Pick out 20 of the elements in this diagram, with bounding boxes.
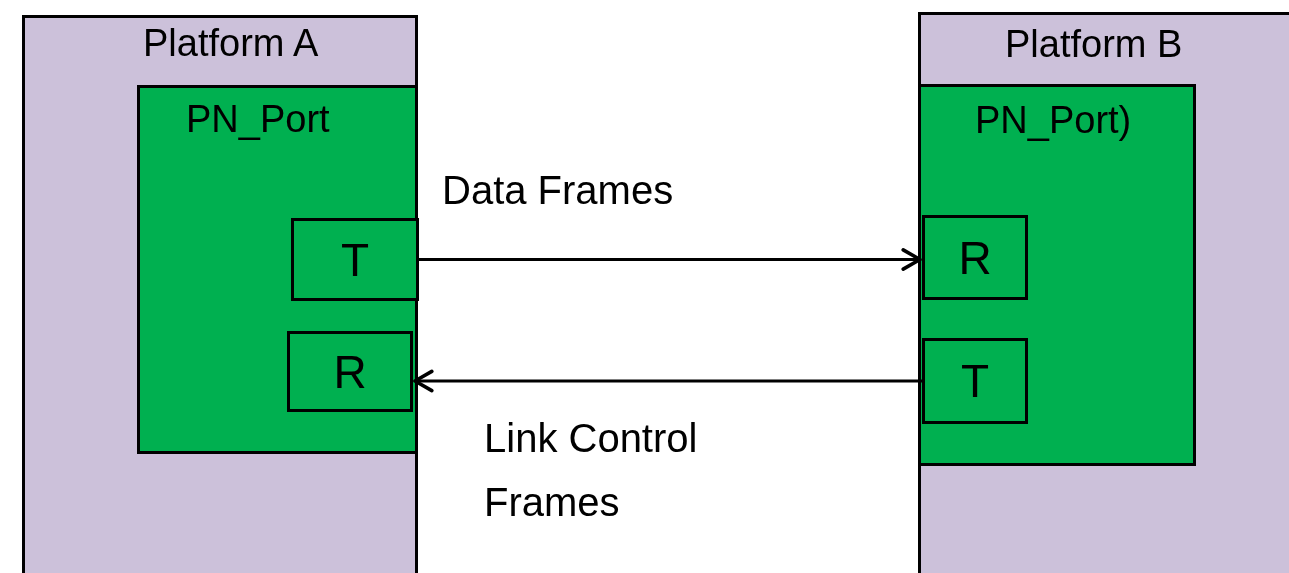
node-label: PN_Port)	[975, 101, 1132, 139]
node-label: PN_Port	[186, 100, 330, 138]
node-label: Platform A	[143, 24, 319, 62]
port-pin-box	[291, 218, 419, 301]
port-pin-box	[922, 215, 1028, 300]
edge-label: Link Control Frames	[484, 415, 699, 526]
port-box	[137, 85, 418, 454]
node-label: Platform B	[1005, 25, 1183, 63]
port-box	[918, 84, 1196, 466]
arrow	[419, 248, 922, 271]
node-label: R	[333, 348, 367, 395]
platform-box	[22, 15, 418, 573]
port-pin-box	[287, 331, 413, 412]
platform-box	[918, 12, 1289, 573]
edge-label: Data Frames	[442, 167, 675, 214]
node-label: R	[958, 234, 992, 281]
port-pin-box	[922, 338, 1028, 424]
arrow	[413, 369, 922, 393]
node-label: T	[960, 358, 990, 404]
node-label: T	[340, 236, 370, 283]
